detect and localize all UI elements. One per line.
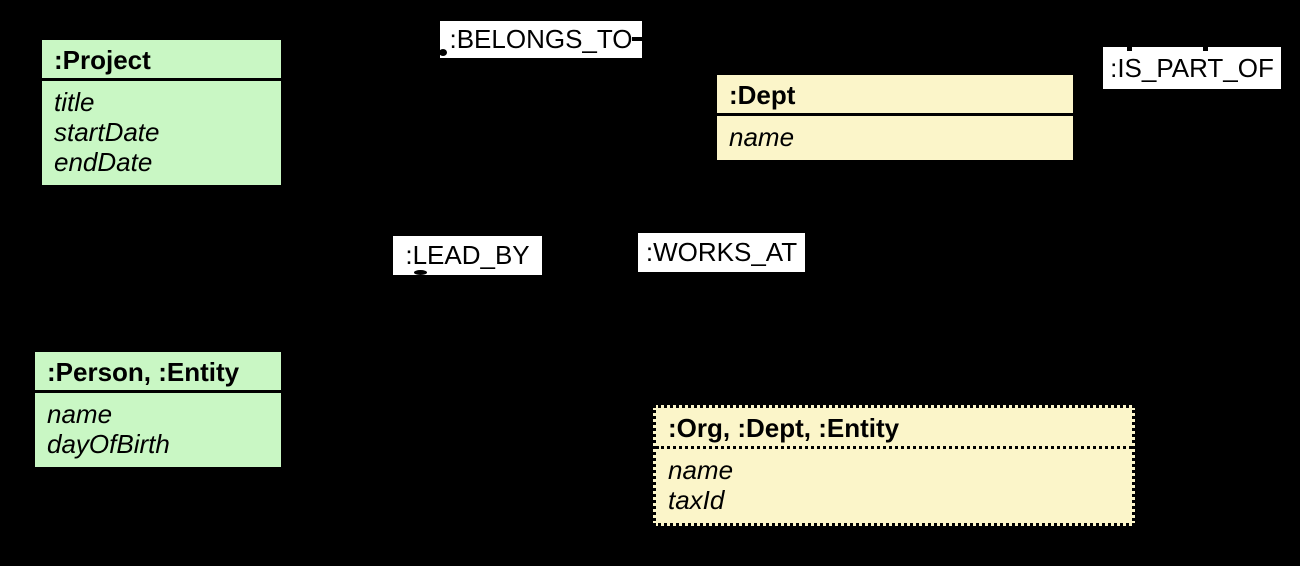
- node-project: :Project title startDate endDate: [40, 38, 283, 187]
- relationship-line-fragment: [1127, 47, 1132, 51]
- node-person-entity-title: :Person, :Entity: [35, 352, 281, 393]
- node-org-dept-entity: :Org, :Dept, :Entity name taxId: [653, 405, 1135, 526]
- relationship-label-lead-by: :LEAD_BY: [393, 236, 542, 275]
- node-attribute: startDate: [54, 117, 160, 147]
- node-dept-attributes: name: [717, 116, 1073, 160]
- node-attribute: name: [47, 399, 113, 429]
- node-org-dept-entity-title: :Org, :Dept, :Entity: [656, 408, 1132, 449]
- node-attribute: name: [668, 455, 734, 485]
- node-project-attributes: title startDate endDate: [42, 81, 281, 185]
- node-attribute: dayOfBirth: [47, 429, 170, 459]
- node-person-entity-attributes: name dayOfBirth: [35, 393, 281, 467]
- node-project-title: :Project: [42, 40, 281, 81]
- node-org-dept-entity-attributes: name taxId: [656, 449, 1132, 523]
- node-person-entity: :Person, :Entity name dayOfBirth: [33, 350, 283, 469]
- relationship-label-is-part-of: :IS_PART_OF: [1103, 47, 1281, 89]
- relationship-line-fragment: [414, 270, 427, 275]
- relationship-line-fragment: [1203, 47, 1208, 51]
- node-dept: :Dept name: [715, 73, 1075, 162]
- relationship-label-works-at: :WORKS_AT: [638, 233, 805, 272]
- relationship-line-fragment: [632, 37, 642, 41]
- relationship-label-belongs-to: :BELONGS_TO: [440, 21, 642, 58]
- node-attribute: name: [729, 122, 795, 152]
- node-attribute: endDate: [54, 147, 153, 177]
- node-attribute: taxId: [668, 485, 725, 515]
- node-dept-title: :Dept: [717, 75, 1073, 116]
- node-attribute: title: [54, 87, 95, 117]
- relationship-line-fragment: [439, 49, 447, 56]
